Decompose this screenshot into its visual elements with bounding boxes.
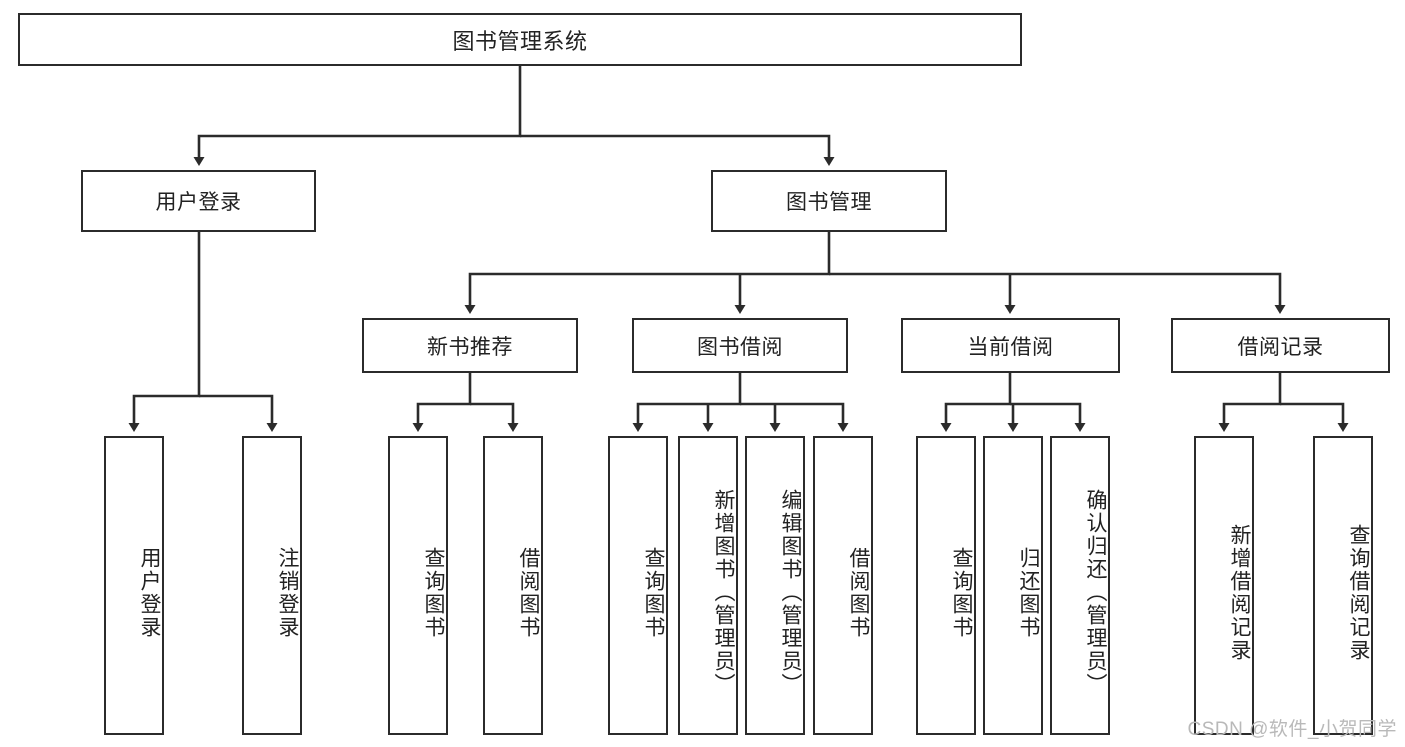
edge-current-borrow-to-leaf-confirm-return — [1010, 402, 1086, 432]
edge-book-manage-to-new-book-recommend — [464, 232, 831, 314]
node-current-borrow[interactable]: 当前借阅 — [901, 318, 1120, 373]
node-leaf-query-book-2-label: 查询图书 — [642, 546, 665, 639]
node-leaf-return-book-label: 归还图书 — [1017, 546, 1040, 639]
node-leaf-add-book-label: 新增图书（管理员） — [712, 489, 735, 696]
node-root-label: 图书管理系统 — [452, 28, 588, 54]
node-root[interactable]: 图书管理系统 — [18, 13, 1022, 66]
node-leaf-edit-book[interactable]: 编辑图书（管理员） — [745, 436, 805, 735]
edge-user-login-to-leaf-logout — [199, 394, 278, 432]
edge-new-book-recommend-to-leaf-query-book-1 — [412, 373, 472, 432]
node-leaf-edit-book-label: 编辑图书（管理员） — [779, 489, 802, 696]
node-leaf-query-book-3[interactable]: 查询图书 — [916, 436, 976, 735]
edge-book-manage-to-borrow-record — [829, 272, 1286, 314]
node-leaf-query-book-1-label: 查询图书 — [422, 546, 445, 639]
node-leaf-confirm-return-label: 确认归还（管理员） — [1084, 489, 1107, 696]
node-leaf-add-record-label: 新增借阅记录 — [1228, 523, 1251, 662]
edge-current-borrow-to-leaf-query-book-3 — [940, 373, 1012, 432]
node-book-manage[interactable]: 图书管理 — [711, 170, 947, 232]
edge-root-to-book-manage — [520, 134, 835, 166]
node-leaf-user-login[interactable]: 用户登录 — [104, 436, 164, 735]
node-book-borrow[interactable]: 图书借阅 — [632, 318, 848, 373]
node-borrow-record-label: 借阅记录 — [1237, 335, 1324, 359]
node-leaf-query-record[interactable]: 查询借阅记录 — [1313, 436, 1373, 735]
node-leaf-borrow-book-1-label: 借阅图书 — [517, 546, 540, 639]
node-leaf-logout[interactable]: 注销登录 — [242, 436, 302, 735]
node-user-login[interactable]: 用户登录 — [81, 170, 316, 232]
node-leaf-logout-label: 注销登录 — [276, 546, 299, 639]
edge-root-to-user-login — [193, 66, 522, 166]
node-leaf-query-record-label: 查询借阅记录 — [1347, 523, 1370, 662]
node-new-book-recommend[interactable]: 新书推荐 — [362, 318, 578, 373]
node-book-manage-label: 图书管理 — [786, 191, 872, 214]
node-leaf-confirm-return[interactable]: 确认归还（管理员） — [1050, 436, 1110, 735]
node-leaf-query-book-3-label: 查询图书 — [950, 546, 973, 639]
node-leaf-return-book[interactable]: 归还图书 — [983, 436, 1043, 735]
node-leaf-query-book-1[interactable]: 查询图书 — [388, 436, 448, 735]
node-leaf-add-record[interactable]: 新增借阅记录 — [1194, 436, 1254, 735]
node-leaf-user-login-label: 用户登录 — [138, 546, 161, 639]
node-leaf-add-book[interactable]: 新增图书（管理员） — [678, 436, 738, 735]
node-user-login-label: 用户登录 — [155, 191, 242, 214]
node-current-borrow-label: 当前借阅 — [967, 335, 1054, 359]
edge-borrow-record-to-leaf-query-record — [1280, 402, 1349, 432]
edge-new-book-recommend-to-leaf-borrow-book-1 — [470, 402, 519, 432]
node-book-borrow-label: 图书借阅 — [697, 335, 783, 359]
edge-user-login-to-leaf-user-login — [128, 232, 201, 432]
edge-borrow-record-to-leaf-add-record — [1218, 373, 1282, 432]
edge-book-borrow-to-leaf-query-book-2 — [632, 373, 742, 432]
watermark: CSDN @软件_小贺同学 — [1187, 719, 1397, 740]
edge-book-borrow-to-leaf-borrow-book-2 — [740, 402, 849, 432]
node-leaf-borrow-book-2-label: 借阅图书 — [847, 546, 870, 639]
node-new-book-recommend-label: 新书推荐 — [427, 335, 513, 359]
node-borrow-record[interactable]: 借阅记录 — [1171, 318, 1390, 373]
node-leaf-query-book-2[interactable]: 查询图书 — [608, 436, 668, 735]
node-leaf-borrow-book-1[interactable]: 借阅图书 — [483, 436, 543, 735]
node-leaf-borrow-book-2[interactable]: 借阅图书 — [813, 436, 873, 735]
